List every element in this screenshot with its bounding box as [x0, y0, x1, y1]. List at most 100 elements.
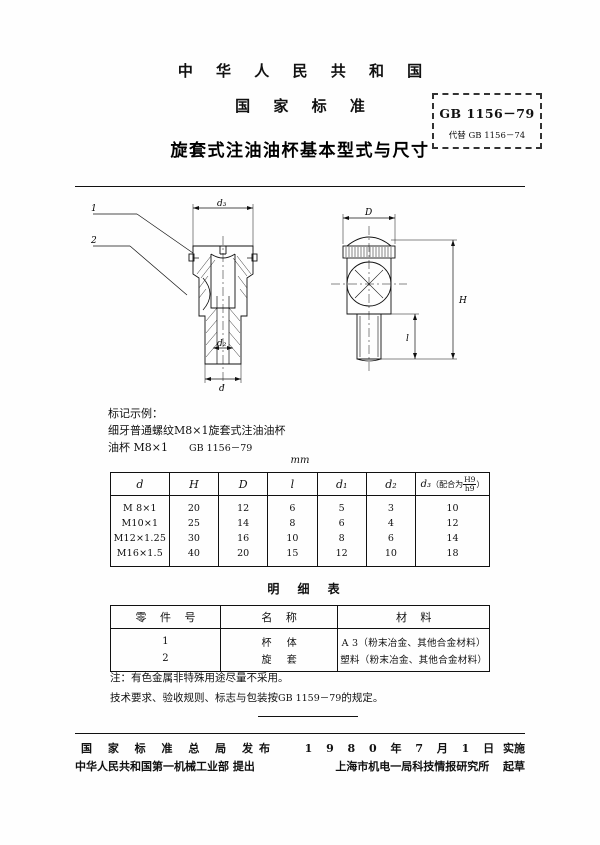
dim-label-l: l: [406, 334, 409, 344]
cell-d3: 12: [415, 516, 490, 531]
cell-d3: 10: [415, 495, 490, 516]
cell-l: 10: [267, 531, 318, 546]
leader-label-2: 2: [90, 236, 97, 246]
cell-d: M10×1: [110, 516, 170, 531]
cell-d1: 5: [316, 495, 367, 516]
drafting-org: 上海市机电一局科技情报研究所: [335, 760, 490, 773]
footer-row-2: 中华人民共和国第一机械工业部 提出 上海市机电一局科技情报研究所 起草: [75, 758, 525, 776]
cell-d2: 10: [365, 546, 417, 567]
table-row: M10×1 25 14 8 6 4 12: [110, 516, 490, 531]
cell-part-name: 旋 套: [219, 650, 339, 672]
implementation-suffix: 实施: [503, 742, 525, 755]
marking-standard-ref: GB 1156－79: [188, 443, 253, 454]
cell-D: 12: [217, 495, 269, 516]
dim-label-d: d: [219, 384, 225, 394]
marking-label: 标记示例：: [108, 407, 163, 420]
drafting-suffix: 起草: [503, 760, 525, 773]
cell-H: 40: [168, 546, 220, 567]
standard-number: GB 1156－79: [439, 106, 535, 121]
cell-part-no: 1: [110, 628, 221, 650]
dim-label-D: D: [364, 208, 372, 218]
proposing-ministry: 中华人民共和国第一机械工业部 提出: [75, 760, 255, 773]
cell-d1: 8: [316, 531, 367, 546]
marking-line-1: 细牙普通螺纹M8×1旋套式注油油杯: [108, 424, 286, 437]
cell-d2: 3: [365, 495, 417, 516]
table-row: M 8×1 20 12 6 5 3 10: [110, 495, 490, 516]
cell-d2: 4: [365, 516, 417, 531]
fit-denominator: h9: [464, 483, 475, 493]
d3-fit-text: （配合为: [431, 479, 464, 489]
cell-d: M16×1.5: [110, 546, 170, 567]
footer-row-1: 国 家 标 准 总 局 发布 1 9 8 0 年 7 月 1 日 实施: [75, 740, 525, 758]
unit-label: mm: [290, 455, 310, 466]
marking-example: 标记示例： 细牙普通螺纹M8×1旋套式注油油杯 油杯 M8×1 GB 1156－…: [108, 405, 285, 457]
parts-table-header-row: 零 件 号 名 称 材 料: [110, 605, 490, 629]
note-requirements: 技术要求、验收规则、标志与包装按GB 1159－79的规定。: [110, 688, 383, 709]
document-footer: 国 家 标 准 总 局 发布 1 9 8 0 年 7 月 1 日 实施 中华人民…: [75, 740, 525, 776]
table-row: 1 杯 体 A 3（粉末冶金、其他合金材料）: [110, 628, 490, 650]
cell-H: 30: [168, 531, 220, 546]
note-requirements-prefix: 技术要求、验收规则、标志与包装按: [110, 692, 278, 704]
cell-part-material: A 3（粉末冶金、其他合金材料）: [337, 628, 490, 650]
dim-label-H: H: [458, 296, 467, 306]
document-header: 中 华 人 民 共 和 国 国 家 标 准 旋套式注油油杯基本型式与尺寸: [0, 60, 600, 161]
parts-table: 零 件 号 名 称 材 料 1 杯 体 A 3（粉末冶金、其他合金材料） 2 旋…: [110, 605, 490, 672]
cell-d3: 18: [415, 546, 490, 567]
fit-numerator: H9: [463, 474, 477, 485]
table-row: 2 旋 套 塑料（粉末冶金、其他合金材料）: [110, 650, 490, 672]
marking-line-2: 油杯 M8×1 GB 1156－79: [108, 439, 285, 457]
drawing-svg: 1 2 d₃ d₂ d D H l: [90, 199, 467, 394]
cell-d2: 6: [365, 531, 417, 546]
d3-fit-close: ）: [476, 479, 485, 489]
cell-part-name: 杯 体: [219, 628, 339, 650]
implementation-date: 1 9 8 0 年 7 月 1 日: [304, 742, 500, 755]
cell-d: M12×1.25: [110, 531, 170, 546]
cell-d: M 8×1: [110, 495, 170, 516]
header-divider: [75, 186, 525, 187]
col-header-name: 名 称: [219, 605, 339, 629]
note-requirements-suffix: 的规定。: [341, 692, 384, 704]
dim-label-d2: d₂: [217, 339, 227, 349]
footer-divider: [75, 733, 525, 734]
nation-heading: 中 华 人 民 共 和 国: [177, 62, 432, 80]
cell-H: 20: [168, 495, 220, 516]
technical-drawings: 1 2 d₃ d₂ d D H l: [75, 196, 525, 396]
drafting-org-group: 上海市机电一局科技情报研究所 起草: [335, 758, 525, 776]
cell-d1: 6: [316, 516, 367, 531]
cell-D: 16: [217, 531, 269, 546]
cell-l: 15: [267, 546, 318, 567]
standard-number-box: GB 1156－79 代替 GB 1156－74: [432, 93, 542, 149]
col-header-l: l: [267, 472, 318, 496]
cell-D: 20: [217, 546, 269, 567]
table-row: M12×1.25 30 16 10 8 6 14: [110, 531, 490, 546]
col-header-d1: d₁: [316, 472, 367, 496]
col-header-material: 材 料: [337, 605, 490, 629]
cell-l: 8: [267, 516, 318, 531]
cell-part-material: 塑料（粉末冶金、其他合金材料）: [337, 650, 490, 672]
standard-replaces: 代替 GB 1156－74: [448, 131, 526, 141]
parts-table-title: 明 细 表: [267, 582, 347, 596]
notes-block: 注：有色金属非特殊用途尽量不采用。 技术要求、验收规则、标志与包装按GB 115…: [110, 668, 383, 709]
col-header-part-no: 零 件 号: [110, 605, 221, 629]
col-header-d2: d₂: [365, 472, 417, 496]
cell-l: 6: [267, 495, 318, 516]
standard-heading: 国 家 标 准: [235, 97, 374, 115]
page-title: 旋套式注油油杯基本型式与尺寸: [170, 141, 430, 161]
marking-designation: 油杯 M8×1: [108, 441, 168, 454]
notes-divider: [258, 716, 358, 717]
cell-D: 14: [217, 516, 269, 531]
implementation-date-group: 1 9 8 0 年 7 月 1 日 实施: [300, 740, 525, 758]
table-row: M16×1.5 40 20 15 12 10 18: [110, 546, 490, 567]
col-header-D: D: [217, 472, 269, 496]
col-header-H: H: [168, 472, 220, 496]
cell-d1: 12: [316, 546, 367, 567]
cell-d3: 14: [415, 531, 490, 546]
col-header-d: d: [110, 472, 170, 496]
note-standard-ref: GB 1159－79: [278, 693, 342, 704]
d3-symbol: d₃: [420, 478, 432, 490]
